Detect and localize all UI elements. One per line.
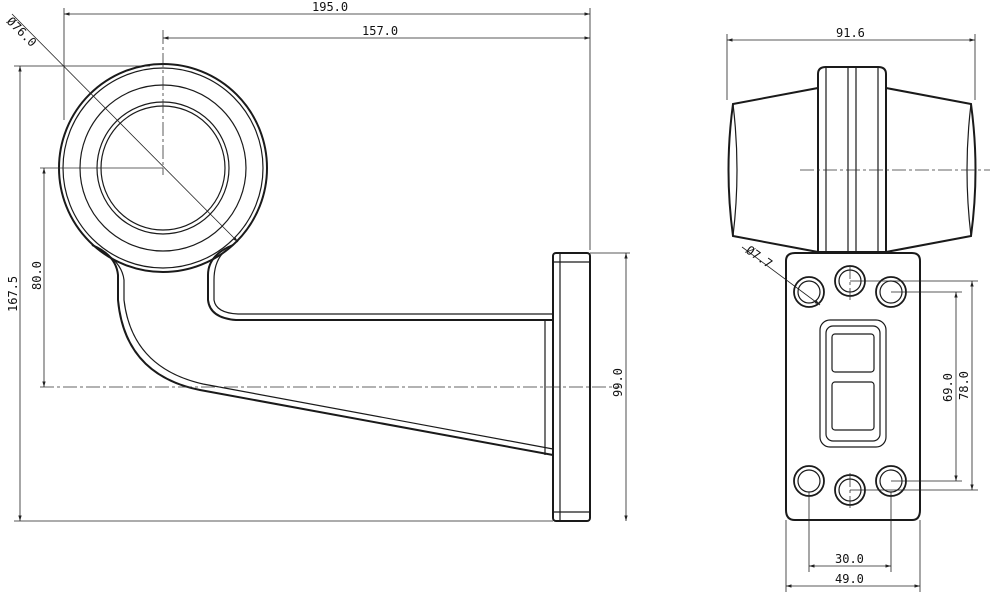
dim-lens-center-height: 80.0: [30, 261, 44, 290]
mounting-hole: [793, 465, 825, 497]
side-centerlines: [40, 30, 620, 388]
dim-lens-center-offset: 157.0: [362, 24, 398, 38]
dim-lamp-width: 91.6: [836, 26, 865, 40]
front-view: [727, 66, 990, 521]
dim-hole-spacing-outer: 78.0: [957, 371, 971, 400]
dim-hole-diameter: Ø7.7: [743, 243, 775, 271]
side-view-dimensions: [11, 8, 630, 522]
dim-base-plate-height: 99.0: [611, 368, 625, 397]
arm-body: [91, 244, 554, 456]
dim-plate-hole-spacing: 30.0: [835, 552, 864, 566]
front-centerlines: [800, 169, 990, 508]
side-view: [40, 30, 620, 522]
dim-overall-width: 195.0: [312, 0, 348, 14]
front-view-dimensions: [726, 34, 978, 592]
mounting-plate: [785, 252, 921, 521]
dim-overall-height: 167.5: [6, 276, 20, 312]
dim-hole-spacing-inner: 69.0: [941, 373, 955, 402]
mounting-hole: [793, 276, 825, 308]
dim-plate-width: 49.0: [835, 572, 864, 586]
dim-lens-diameter: Ø76.0: [4, 14, 39, 49]
lamp-housing: [727, 66, 977, 254]
mounting-holes: [793, 265, 907, 506]
